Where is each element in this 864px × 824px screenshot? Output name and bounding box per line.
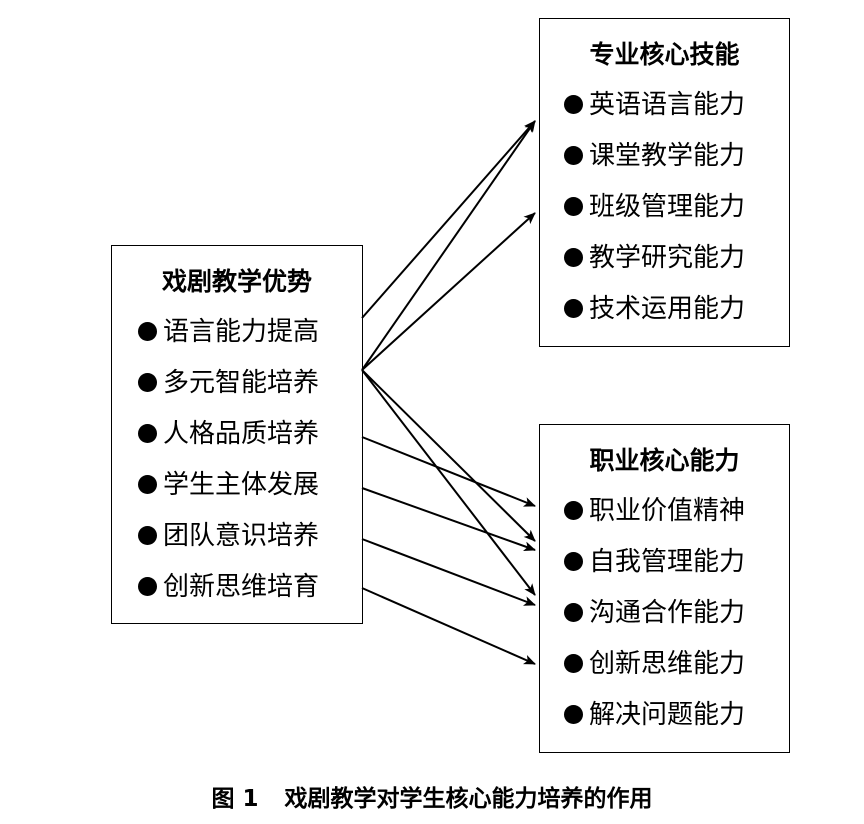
figure-number: 图 1 bbox=[211, 786, 259, 812]
list-item: 多元智能培养 bbox=[138, 368, 319, 398]
figure-caption: 图 1 戏剧教学对学生核心能力培养的作用 bbox=[0, 784, 864, 814]
bullet-icon bbox=[564, 95, 583, 114]
career-competencies-title: 职业核心能力 bbox=[589, 446, 740, 475]
arrow-language-to-english bbox=[361, 120, 536, 319]
list-item: 技术运用能力 bbox=[564, 294, 745, 324]
bullet-icon bbox=[564, 299, 583, 318]
bullet-icon bbox=[564, 654, 583, 673]
list-item: 沟通合作能力 bbox=[564, 598, 745, 628]
bullet-icon bbox=[564, 552, 583, 571]
bullet-icon bbox=[564, 146, 583, 165]
list-item: 教学研究能力 bbox=[564, 243, 745, 273]
bullet-icon bbox=[564, 248, 583, 267]
list-item: 学生主体发展 bbox=[138, 470, 319, 500]
professional-skills-box: 专业核心技能 英语语言能力 课堂教学能力 班级管理能力 教学研究能力 技术运用能… bbox=[539, 18, 790, 347]
bullet-icon bbox=[564, 501, 583, 520]
list-item: 创新思维培育 bbox=[138, 572, 319, 602]
arrow-innovation-to-innovation bbox=[361, 587, 536, 665]
list-item: 课堂教学能力 bbox=[564, 141, 745, 171]
bullet-icon bbox=[138, 424, 157, 443]
career-competencies-box: 职业核心能力 职业价值精神 自我管理能力 沟通合作能力 创新思维能力 解决问题能… bbox=[539, 424, 790, 753]
list-item: 解决问题能力 bbox=[564, 700, 745, 730]
list-item: 英语语言能力 bbox=[564, 90, 745, 120]
arrow-student-to-self-management bbox=[361, 487, 536, 551]
bullet-icon bbox=[138, 577, 157, 596]
list-item: 人格品质培养 bbox=[138, 419, 319, 449]
caption-text: 戏剧教学对学生核心能力培养的作用 bbox=[284, 786, 653, 812]
list-item: 职业价值精神 bbox=[564, 496, 745, 526]
drama-advantages-title: 戏剧教学优势 bbox=[161, 267, 312, 296]
arrow-personality-to-career-value bbox=[361, 436, 536, 507]
bullet-icon bbox=[564, 603, 583, 622]
arrow-multiple-to-class-management bbox=[361, 212, 536, 371]
list-item: 自我管理能力 bbox=[564, 547, 745, 577]
drama-advantages-box: 戏剧教学优势 语言能力提高 多元智能培养 人格品质培养 学生主体发展 团队意识培… bbox=[111, 245, 363, 624]
bullet-icon bbox=[138, 475, 157, 494]
list-item: 创新思维能力 bbox=[564, 649, 745, 679]
list-item: 语言能力提高 bbox=[138, 317, 319, 347]
arrow-multiple-to-english bbox=[361, 120, 536, 371]
arrow-team-to-communication bbox=[361, 538, 536, 606]
arrow-multiple-to-self-management bbox=[361, 369, 536, 542]
professional-skills-title: 专业核心技能 bbox=[589, 40, 740, 69]
bullet-icon bbox=[564, 197, 583, 216]
bullet-icon bbox=[138, 322, 157, 341]
bullet-icon bbox=[138, 526, 157, 545]
list-item: 班级管理能力 bbox=[564, 192, 745, 222]
arrow-multiple-to-communication bbox=[361, 369, 536, 596]
bullet-icon bbox=[138, 373, 157, 392]
bullet-icon bbox=[564, 705, 583, 724]
list-item: 团队意识培养 bbox=[138, 521, 319, 551]
